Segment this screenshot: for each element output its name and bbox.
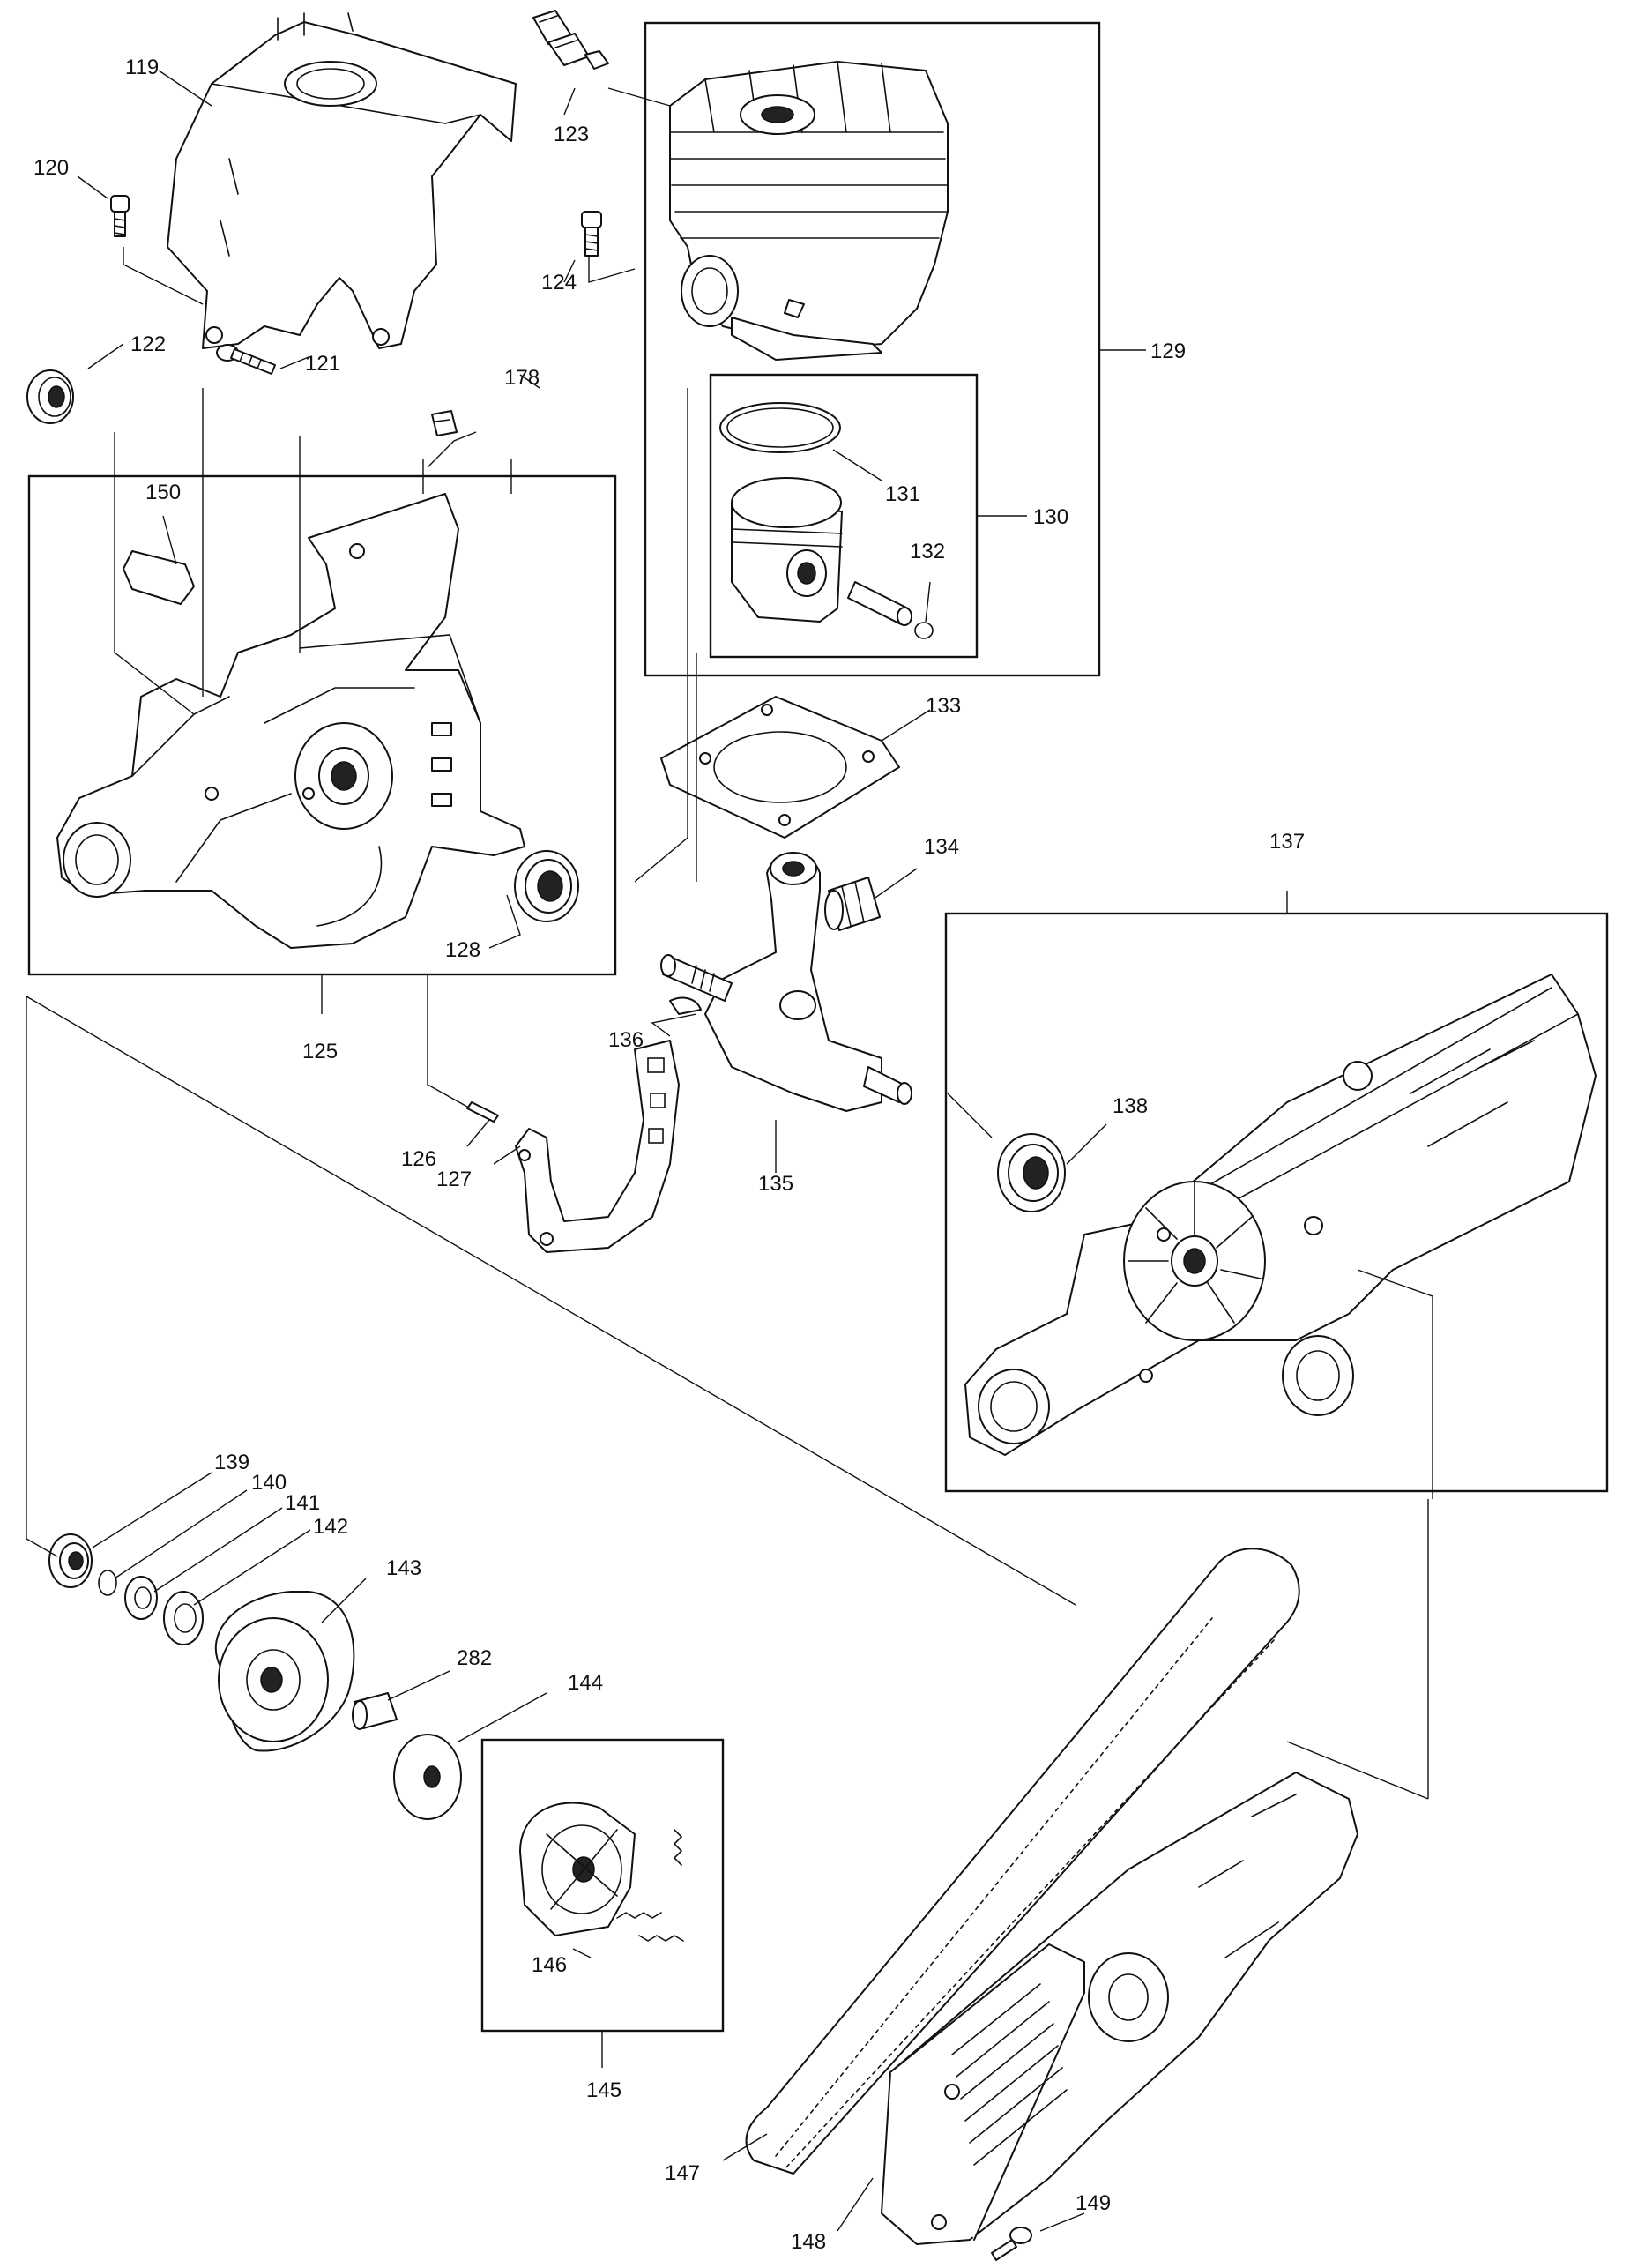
callout-134: 134 bbox=[924, 835, 959, 859]
callout-144: 144 bbox=[568, 1671, 603, 1695]
callout-136: 136 bbox=[608, 1028, 644, 1052]
callout-124: 124 bbox=[541, 271, 577, 295]
callout-129: 129 bbox=[1150, 339, 1186, 363]
callout-146: 146 bbox=[532, 1953, 567, 1977]
callout-131: 131 bbox=[885, 482, 920, 506]
callout-149: 149 bbox=[1076, 2191, 1111, 2215]
callout-128: 128 bbox=[445, 938, 480, 962]
needle-bearing-part-282 bbox=[352, 1692, 398, 1730]
callout-125: 125 bbox=[302, 1040, 338, 1063]
callout-130: 130 bbox=[1033, 505, 1068, 529]
seal-part-142 bbox=[163, 1591, 204, 1645]
callout-137: 137 bbox=[1269, 830, 1305, 854]
bearing-part-138 bbox=[997, 1133, 1066, 1212]
callout-120: 120 bbox=[33, 156, 69, 180]
gasket-part-133 bbox=[660, 696, 900, 839]
clutch-drum-part-143 bbox=[214, 1591, 355, 1752]
callout-147: 147 bbox=[665, 2161, 700, 2185]
cylinder-group-box bbox=[644, 21, 1101, 677]
callout-148: 148 bbox=[791, 2230, 826, 2254]
arm-group-box bbox=[944, 912, 1609, 1493]
screw-part-149 bbox=[991, 2227, 1032, 2261]
crankcase-part-125 bbox=[56, 493, 525, 949]
bolt-part-120 bbox=[110, 195, 130, 237]
pin-part-126 bbox=[466, 1101, 499, 1123]
cylinder-part-129 bbox=[669, 61, 949, 361]
callout-123: 123 bbox=[554, 123, 589, 146]
callout-127: 127 bbox=[436, 1168, 472, 1191]
piston-ring-part-131 bbox=[719, 402, 841, 453]
callout-138: 138 bbox=[1113, 1094, 1148, 1118]
cutter-arm-part-137 bbox=[964, 974, 1597, 1456]
callout-143: 143 bbox=[386, 1556, 421, 1580]
callout-145: 145 bbox=[586, 2078, 621, 2102]
belt-guard-part-148 bbox=[881, 1772, 1358, 2245]
bearing-part-128 bbox=[514, 850, 579, 922]
leader-lines bbox=[26, 70, 1433, 2232]
callout-126: 126 bbox=[401, 1147, 436, 1171]
seal-part-122 bbox=[26, 369, 74, 424]
spark-plug-part-123 bbox=[532, 10, 609, 70]
callout-132: 132 bbox=[910, 540, 945, 563]
cylinder-cover-part-119 bbox=[167, 12, 517, 349]
washer-part-141 bbox=[124, 1576, 158, 1620]
callout-122: 122 bbox=[130, 332, 166, 356]
callout-135: 135 bbox=[758, 1172, 793, 1196]
piston-part-130 bbox=[731, 477, 843, 623]
callout-178: 178 bbox=[504, 366, 540, 390]
drive-belt-part-147 bbox=[745, 1548, 1300, 2175]
bolt-part-121 bbox=[216, 344, 276, 375]
bolt-part-124 bbox=[581, 211, 602, 257]
callout-142: 142 bbox=[313, 1515, 348, 1539]
callout-labels: 119 120 121 122 123 124 125 126 127 128 … bbox=[33, 56, 1305, 2254]
callout-140: 140 bbox=[251, 1471, 287, 1495]
callout-150: 150 bbox=[145, 481, 181, 504]
circlip-part-140 bbox=[98, 1570, 117, 1596]
callout-141: 141 bbox=[285, 1491, 320, 1515]
callout-133: 133 bbox=[926, 694, 961, 718]
bearing-part-139 bbox=[48, 1533, 93, 1588]
callout-119: 119 bbox=[125, 56, 159, 79]
callout-282: 282 bbox=[457, 1646, 492, 1670]
damper-part-150 bbox=[123, 550, 195, 605]
clutch-shoes-part-146 bbox=[519, 1802, 684, 1942]
washer-part-144 bbox=[393, 1734, 462, 1820]
callout-121: 121 bbox=[305, 352, 340, 376]
clip-part-178 bbox=[431, 410, 458, 436]
callout-139: 139 bbox=[214, 1451, 249, 1474]
woodruff-key-part-136 bbox=[669, 996, 702, 1015]
piston-pin-part-132 bbox=[847, 581, 934, 639]
needle-bearing-part-134 bbox=[824, 877, 881, 931]
crankshaft-part-135 bbox=[660, 852, 912, 1112]
gasket-part-127 bbox=[515, 1040, 680, 1253]
